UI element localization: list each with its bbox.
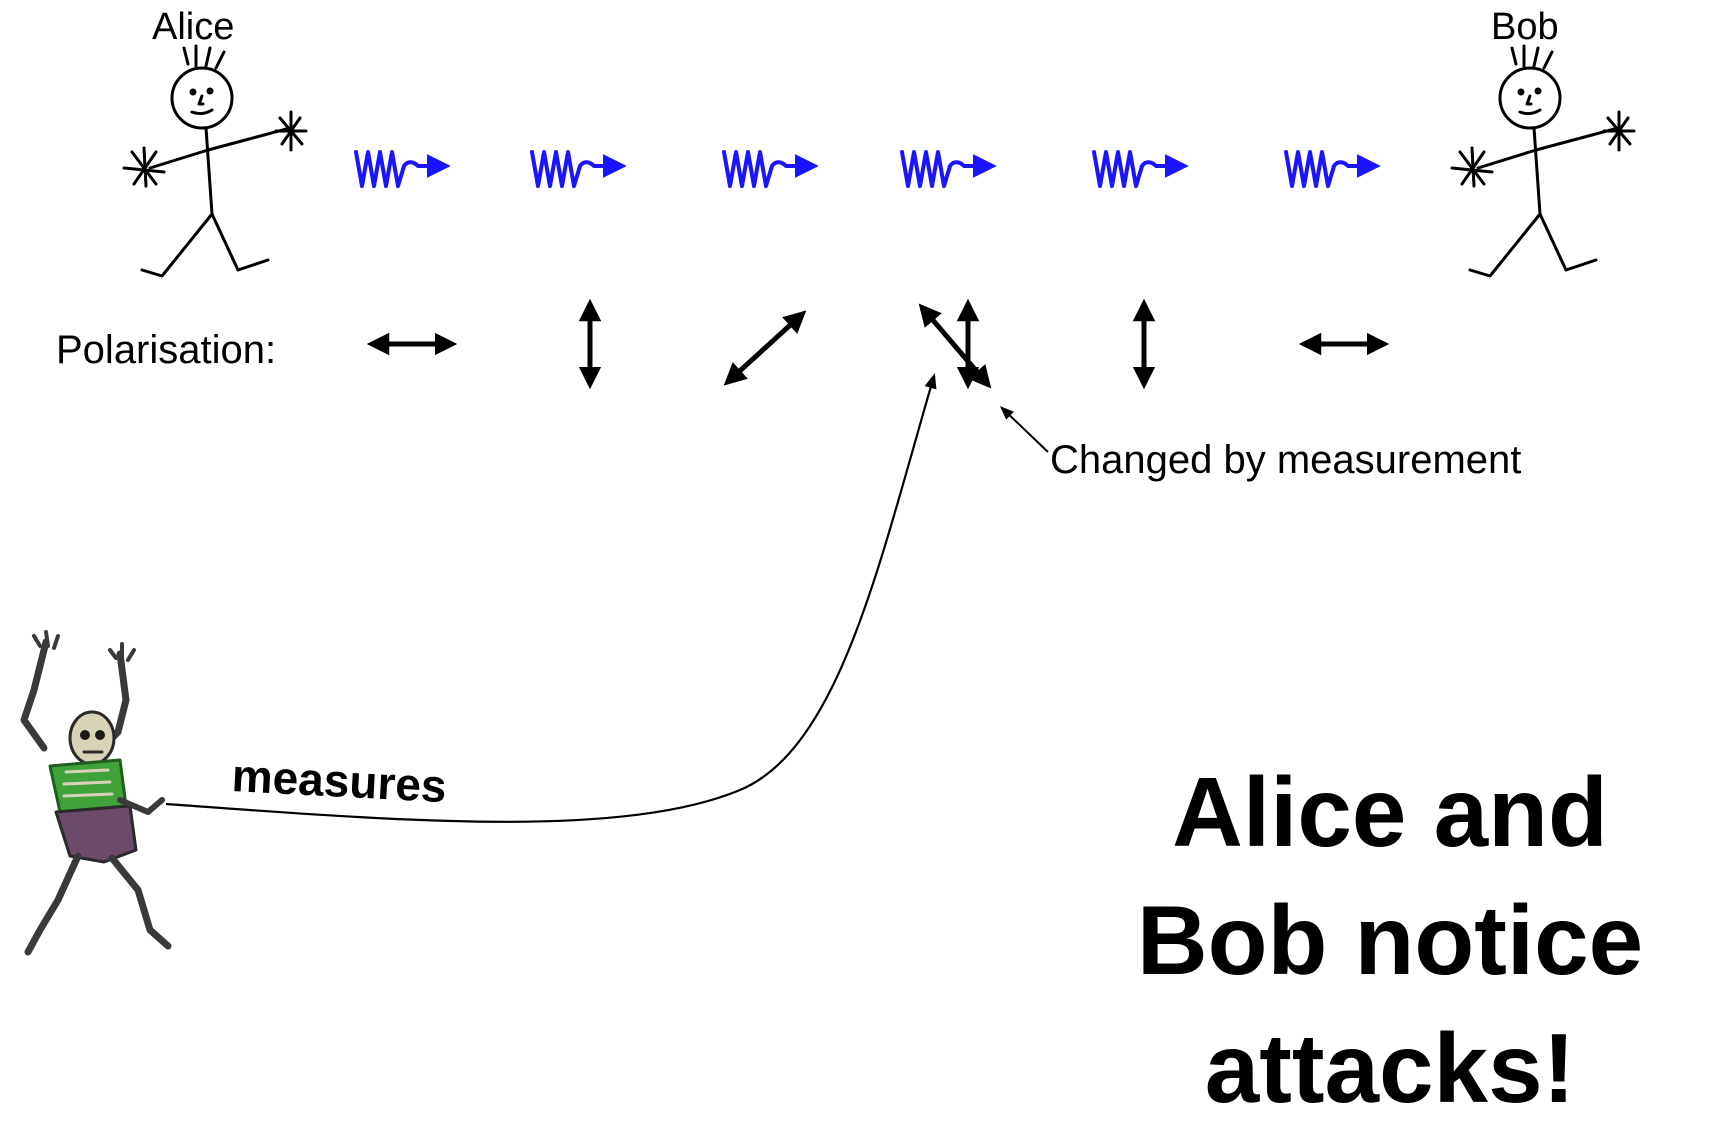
photon-wave-icon bbox=[532, 152, 610, 186]
measures-label: measures bbox=[230, 749, 448, 813]
double-arrow-icon bbox=[723, 310, 807, 386]
stick-figure-alice-icon bbox=[122, 44, 308, 278]
photon-wave-icon bbox=[902, 152, 980, 186]
changed-by-measurement-label: Changed by measurement bbox=[1050, 438, 1522, 482]
polarisation-label: Polarisation: bbox=[56, 328, 277, 372]
headline-text: Alice and Bob notice attacks! bbox=[1136, 757, 1644, 1123]
alice-label: Alice bbox=[152, 6, 235, 48]
photon-wave-icon bbox=[724, 152, 802, 186]
bob-label: Bob bbox=[1491, 6, 1559, 48]
changed-pointer-arrow bbox=[999, 406, 1049, 453]
skeleton-eavesdropper-icon bbox=[20, 630, 172, 956]
double-arrow-icon bbox=[918, 303, 992, 389]
photon-wave-icon bbox=[356, 152, 434, 186]
photon-wave-icon bbox=[1094, 152, 1172, 186]
photon-wave-icon bbox=[1286, 152, 1364, 186]
diagram-canvas bbox=[20, 44, 1636, 956]
stick-figure-bob-icon bbox=[1450, 44, 1636, 278]
measurement-curve bbox=[165, 373, 937, 823]
